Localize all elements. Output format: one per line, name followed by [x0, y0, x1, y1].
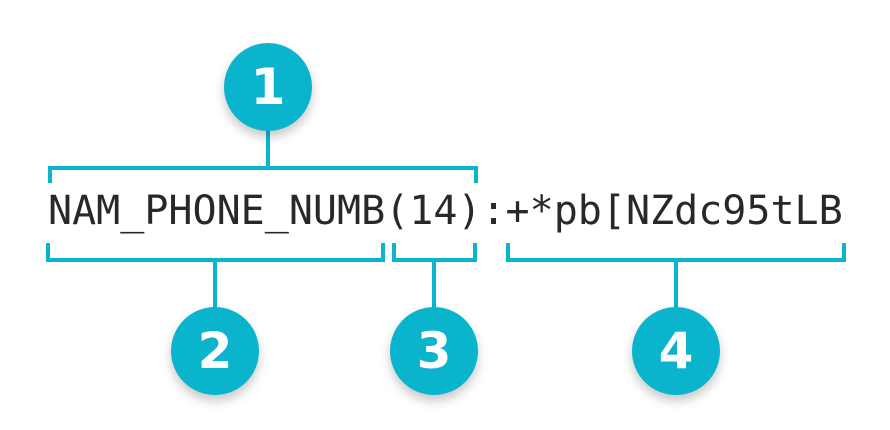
- callout-2-connector-line: [213, 258, 217, 308]
- callout-badge-2: 2: [171, 307, 259, 395]
- callout-badge-3: 3: [390, 307, 478, 395]
- callout-number-2: 2: [197, 322, 233, 380]
- token-text: NAM_PHONE_NUMB(14):+*pb[NZdc95tLB: [48, 188, 843, 234]
- callout-number-1: 1: [250, 58, 286, 116]
- callout-number-3: 3: [416, 322, 452, 380]
- callout-3-connector-line: [432, 258, 436, 308]
- callout-badge-1: 1: [224, 43, 312, 131]
- callout-4-connector-line: [674, 258, 678, 308]
- callout-1-connector-line: [266, 125, 270, 170]
- callout-badge-4: 4: [632, 307, 720, 395]
- bracket-name-and-length: [48, 166, 478, 183]
- callout-number-4: 4: [658, 322, 694, 380]
